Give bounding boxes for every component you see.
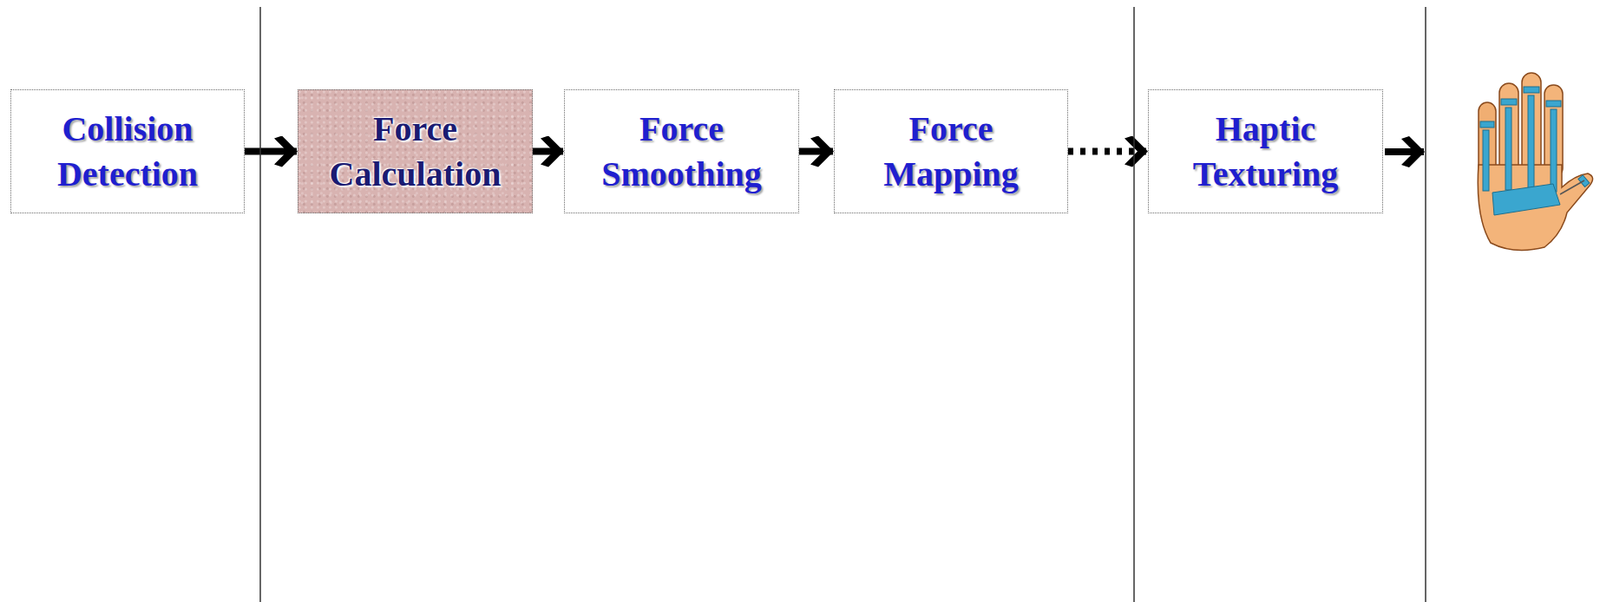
process-box: Force Smoothing xyxy=(563,89,800,214)
box-label: Force Smoothing xyxy=(581,106,783,197)
process-box: Haptic Texturing xyxy=(1147,89,1384,214)
divider-line xyxy=(1133,6,1135,602)
flow-arrow xyxy=(532,148,564,156)
process-box: Force Mapping xyxy=(833,89,1069,214)
process-box: Collision Detection xyxy=(10,89,245,214)
box-label: Force Calculation xyxy=(314,106,517,197)
divider-line xyxy=(1424,6,1427,602)
flow-arrow xyxy=(1068,148,1148,156)
output-arrow xyxy=(1384,148,1424,156)
flow-arrow xyxy=(244,148,297,156)
highlighted-process-box: Force Calculation xyxy=(297,89,533,214)
box-label: Force Mapping xyxy=(850,106,1052,197)
divider-line xyxy=(259,6,262,602)
box-label: Collision Detection xyxy=(26,106,229,197)
box-label: Haptic Texturing xyxy=(1165,106,1367,197)
flow-arrow xyxy=(799,148,833,156)
hand-illustration xyxy=(1477,72,1593,251)
